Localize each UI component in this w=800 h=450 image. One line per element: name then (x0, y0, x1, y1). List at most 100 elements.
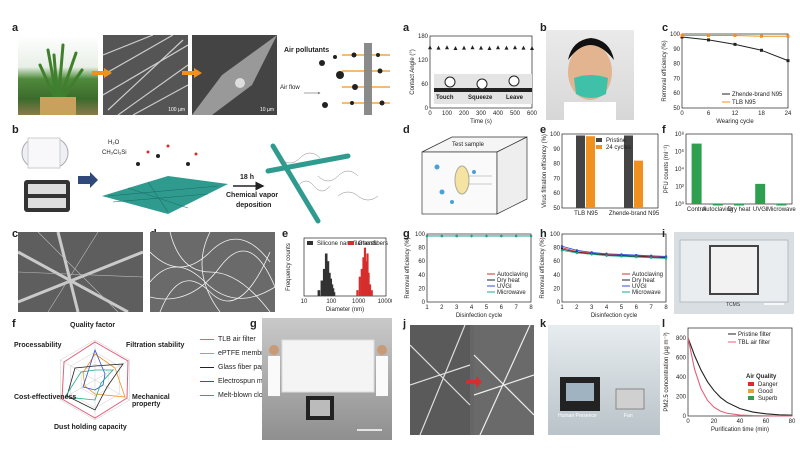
droplet-sequence: Touch Squeeze Leave (434, 74, 532, 104)
hist-bar-1-3 (362, 257, 365, 296)
vf-cat-1: Zhende-brand N95 (609, 211, 660, 217)
r-panel-label-c: c (662, 22, 669, 34)
radar-chart (60, 339, 130, 421)
dg-ytick-5: 100 (415, 232, 426, 238)
step-squeeze: Squeeze (468, 95, 493, 101)
wc-line-0 (681, 36, 789, 62)
r-panel-label-b: b (540, 22, 547, 34)
r-panel-label-e: e (540, 124, 547, 136)
dh-point-2-7 (664, 255, 668, 258)
ca-point-5 (470, 45, 475, 50)
hist-xtick-3: 10000 (378, 299, 392, 305)
pfu-cat-1: Autoclaving (702, 207, 733, 213)
dh-legend-0: Autoclaving (632, 272, 663, 278)
pfu-ytick-0: 10⁰ (675, 201, 685, 208)
pm-ytick-3: 600 (676, 355, 687, 361)
dg-point-3-3 (470, 234, 473, 238)
ca-frame (429, 35, 533, 109)
pm-line-0 (687, 337, 793, 416)
dh-point-2-1 (575, 249, 579, 252)
hist-bar-0-2 (322, 268, 326, 296)
dg-xtick-6: 7 (514, 305, 518, 311)
plant-drawing (38, 43, 84, 115)
ca-ytick-1: 60 (421, 82, 428, 88)
pm-xtick-2: 40 (737, 419, 744, 425)
ca-xtick-1: 100 (442, 111, 453, 117)
purifier-room-drawing (560, 377, 645, 411)
step-touch: Touch (436, 95, 454, 101)
pm-ytick-4: 800 (676, 336, 687, 342)
dh-point-3-4 (620, 255, 623, 258)
pm-aq-1: Good (758, 389, 773, 395)
pm-frame (687, 327, 793, 417)
r-panel-label-f: f (662, 124, 666, 136)
scale-bar-100um: 100 µm (168, 107, 185, 113)
arrow-a2-icon (182, 68, 202, 78)
ca-point-11 (521, 45, 526, 50)
radar-panel: Quality factor Filtration stability Mech… (10, 320, 200, 440)
dg-point-3-0 (425, 234, 429, 238)
ca-point-6 (479, 45, 483, 50)
test-sample-label: Test sample (452, 142, 485, 148)
plant-photo (18, 35, 98, 115)
pm-xtick-1: 20 (711, 419, 718, 425)
wc-point-1-0 (680, 33, 684, 37)
dh-point-3-3 (605, 254, 608, 257)
dg-xtick-5: 6 (500, 305, 504, 311)
ca-point-9 (504, 45, 509, 50)
dh-point-2-6 (649, 254, 653, 257)
ca-point-10 (513, 45, 517, 50)
sem-image-c (18, 232, 143, 312)
dg-point-3-1 (440, 234, 444, 238)
dg-legend-2: UVGI (497, 284, 512, 290)
pfu-bar-3 (755, 183, 766, 204)
droplet-drawing (434, 75, 532, 92)
hist-legend-1: Glassfibers (358, 241, 388, 247)
r-panel-label-g: g (403, 228, 410, 240)
panel-label-c: c (12, 228, 19, 240)
purifier-room-photo: Human Presence Fan (548, 325, 660, 435)
dg-xtick-4: 5 (485, 305, 489, 311)
air-flow-label: Air flow (280, 85, 300, 91)
legend-meltblown: Melt-blown cloth (200, 392, 280, 399)
scale-bar-10um: 10 µm (260, 107, 274, 113)
ca-point-3 (453, 46, 458, 50)
r-panel-label-d: d (403, 124, 410, 136)
hist-bar-1-4 (363, 247, 367, 296)
vf-bar-0-0 (576, 135, 585, 208)
dh-xtick-5: 6 (635, 305, 639, 311)
wc-xtick-3: 18 (758, 111, 765, 117)
r-panel-label-i: i (662, 228, 666, 240)
pm-ytick-0: 0 (683, 414, 687, 420)
legend-tlb-label: TLB air filter (218, 336, 256, 343)
diameter-histogram: 10100100010000Diameter (nm)Frequency cou… (286, 237, 392, 313)
pfu-bar-1 (712, 204, 723, 206)
dh-ytick-4: 80 (553, 246, 560, 252)
dh-point-2-5 (635, 253, 638, 257)
pm-xlabel: Purification time (min) (711, 427, 769, 433)
radar-axis-cost: Cost-effectiveness (14, 394, 77, 401)
pfu-bar-4 (776, 204, 787, 206)
vf-ytick-2: 70 (553, 176, 560, 182)
dh-line-2 (561, 245, 667, 257)
pm-aq-2-swatch (748, 396, 754, 400)
step-leave: Leave (506, 95, 524, 101)
r-panel-label-l: l (662, 318, 666, 330)
dg-point-3-7 (529, 234, 533, 238)
wc-xtick-1: 6 (707, 111, 711, 117)
ca-point-1 (436, 45, 441, 50)
pm-ytick-2: 400 (676, 375, 687, 381)
vf-bar-1-0 (624, 135, 633, 208)
r-panel-label-a: a (403, 22, 410, 34)
ca-xtick-6: 600 (527, 111, 538, 117)
pm-aq-2: Superb (758, 396, 778, 402)
hist-bar-0-5 (328, 272, 331, 296)
dg-xtick-7: 8 (529, 305, 533, 311)
hist-legend-0: Silicone nanofilaments (317, 241, 377, 247)
vf-cat-0: TLB N95 (574, 211, 598, 217)
wc-point-0-2 (733, 42, 737, 46)
mask-wearer-drawing (564, 38, 616, 120)
dh-xtick-2: 3 (590, 305, 594, 311)
legend-electrospun: Electrospun mat (200, 378, 280, 385)
